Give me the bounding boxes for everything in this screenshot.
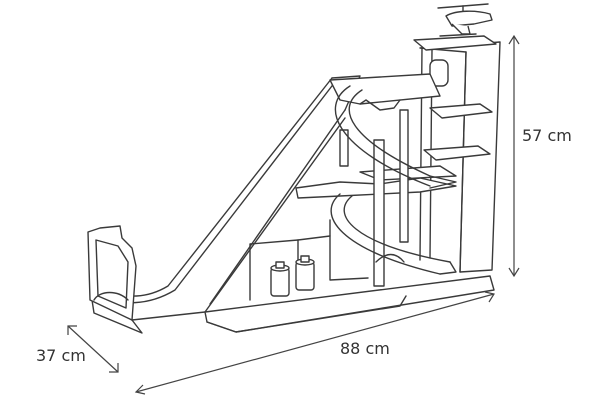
fuel-pumps (270, 255, 315, 297)
width-dimension-line (135, 293, 495, 393)
depth-label: 37 cm (36, 346, 86, 365)
dimension-lines (67, 34, 520, 395)
lower-spiral-ramp (330, 193, 457, 275)
support-columns (339, 109, 409, 287)
width-label: 88 cm (340, 339, 390, 358)
helicopter (437, 3, 493, 37)
depth-dimension-line (67, 325, 119, 373)
height-label: 57 cm (522, 126, 572, 145)
base-platform (91, 275, 495, 334)
tower (413, 35, 501, 273)
entry-gate (87, 225, 137, 321)
back-wall (249, 219, 369, 301)
upper-spiral-ramp (334, 85, 457, 189)
